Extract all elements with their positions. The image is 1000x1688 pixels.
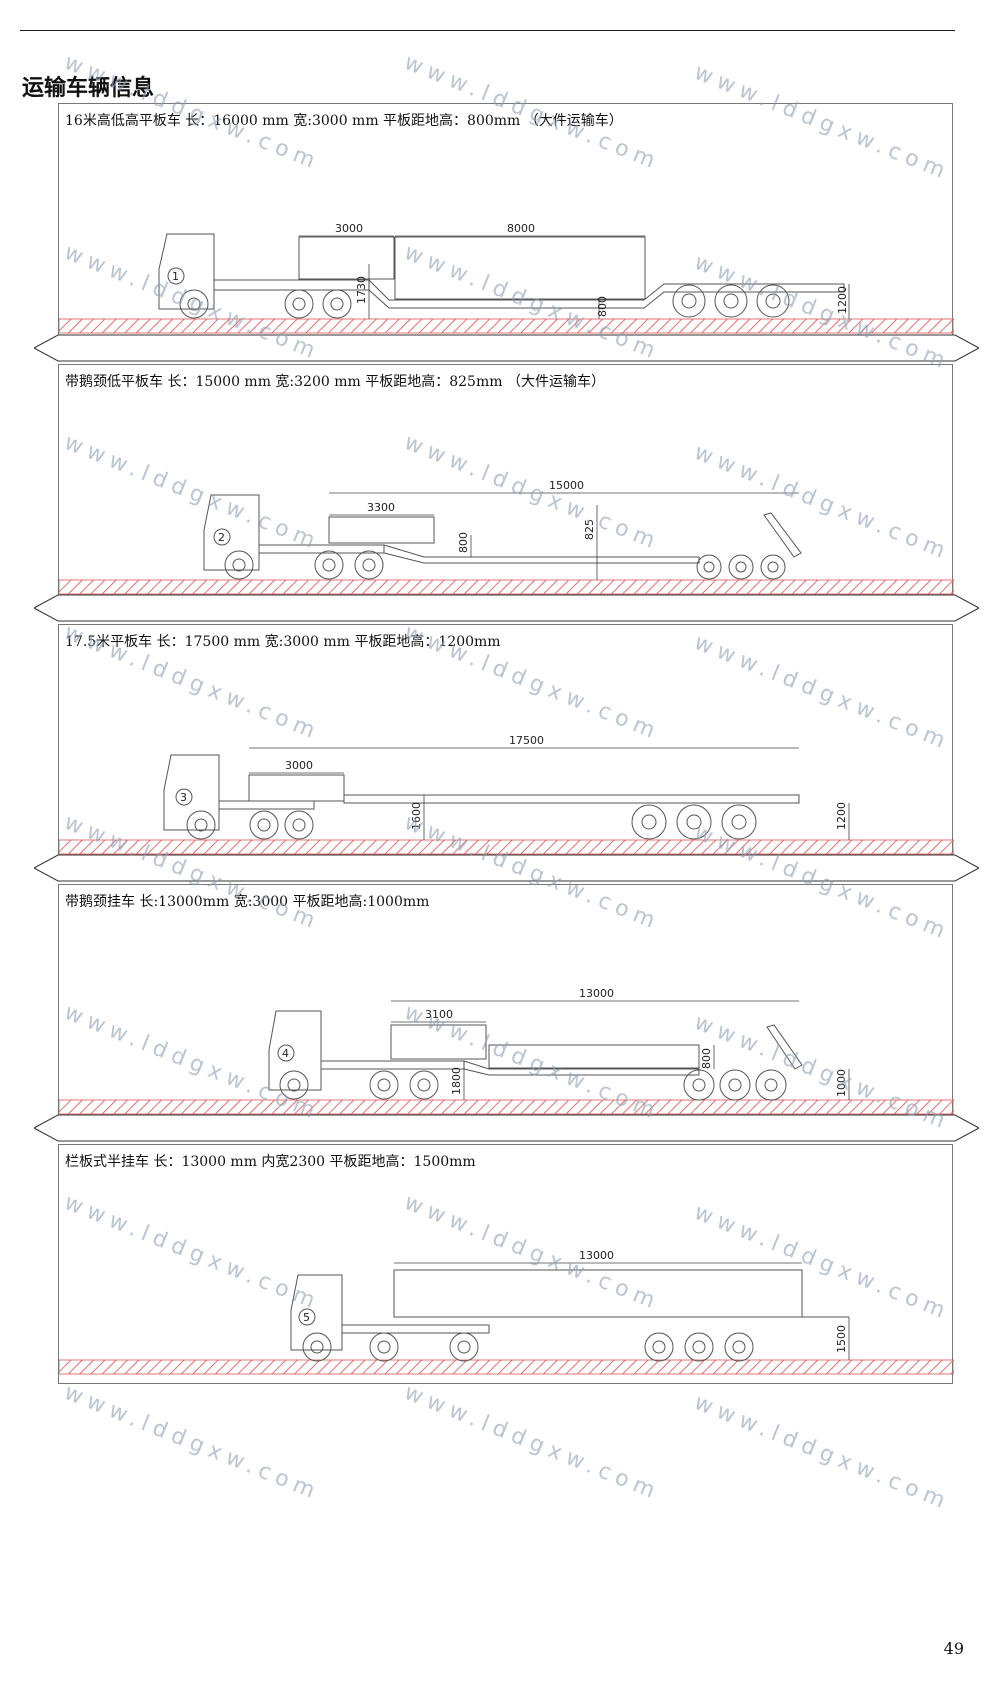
vehicle-number: 1 <box>172 270 179 283</box>
ramp <box>766 1024 803 1070</box>
dimension-label: 800 <box>596 296 609 317</box>
chassis <box>219 800 315 810</box>
dimension-label: 13000 <box>579 987 614 1000</box>
vehicle-caption: 17.5米平板车 长：17500 mm 宽:3000 mm 平板距地高：1200… <box>65 634 501 650</box>
dimension-label: 8000 <box>507 222 535 235</box>
vehicle-number-circle <box>213 528 231 546</box>
truck-cab <box>268 1010 322 1091</box>
cargo-outline <box>488 1044 700 1069</box>
wheels <box>224 550 786 580</box>
vehicle-number-circle <box>277 1044 295 1062</box>
dimension-label: 13000 <box>579 1249 614 1262</box>
trailer-deck <box>343 794 800 804</box>
panel-separator <box>34 334 979 362</box>
watermark: www.lddgxw.com <box>690 1390 954 1516</box>
ground-hatch <box>59 579 954 595</box>
vehicle-number: 5 <box>303 1311 310 1324</box>
chassis <box>342 1324 490 1334</box>
dimension-label: 1200 <box>836 286 849 314</box>
dimension-label: 17500 <box>509 734 544 747</box>
trailer-deck <box>463 1060 700 1076</box>
truck-cab <box>203 494 260 571</box>
ramp <box>763 512 802 558</box>
chassis <box>214 279 370 291</box>
watermark: www.lddgxw.com <box>400 1380 664 1506</box>
dimension-label: 1730 <box>355 276 368 304</box>
cargo-outline <box>328 516 435 544</box>
chassis <box>321 1060 465 1070</box>
cargo-outline <box>394 236 646 300</box>
dimension-label: 15000 <box>549 479 584 492</box>
vehicle-caption: 16米高低高平板车 长：16000 mm 宽:3000 mm 平板距地高：800… <box>65 113 623 129</box>
vehicle-panel-1: 16米高低高平板车 长：16000 mm 宽:3000 mm 平板距地高：800… <box>58 103 954 343</box>
ground-hatch <box>59 1359 954 1375</box>
vehicle-drawing-5: 5 13000 1500 <box>59 1249 954 1375</box>
vehicle-panel-5: 栏板式半挂车 长：13000 mm 内宽2300 平板距地高：1500mm 5 … <box>58 1144 954 1384</box>
dimension-label: 3300 <box>367 501 395 514</box>
vehicle-number-circle <box>167 267 185 285</box>
vehicle-caption: 带鹅颈低平板车 长：15000 mm 宽:3200 mm 平板距地高：825mm… <box>65 374 605 390</box>
wheels <box>302 1332 754 1362</box>
vehicle-caption: 带鹅颈挂车 长:13000mm 宽:3000 平板距地高:1000mm <box>65 894 430 910</box>
vehicle-drawing-2: 2 15000 3300 800 825 <box>59 479 954 595</box>
top-rule <box>20 30 955 31</box>
dimension-label: 1500 <box>835 1325 848 1353</box>
wheels <box>186 804 757 840</box>
dimension-label: 1800 <box>450 1067 463 1095</box>
dimension-label: 800 <box>457 532 470 553</box>
cargo-outline <box>390 1024 487 1060</box>
vehicle-drawing-3: 3 17500 3000 1600 1200 <box>59 734 954 855</box>
watermark: www.lddgxw.com <box>60 1380 324 1506</box>
wheels <box>279 1069 787 1101</box>
vehicle-number-circle <box>175 788 193 806</box>
vehicle-number: 4 <box>282 1047 289 1060</box>
vehicle-number: 2 <box>218 531 225 544</box>
dimension-label: 1000 <box>835 1069 848 1097</box>
cargo-outline <box>298 236 395 280</box>
truck-cab <box>163 754 220 831</box>
page-number: 49 <box>943 1639 964 1658</box>
cargo-outline <box>248 774 345 802</box>
dimension-label: 3000 <box>285 759 313 772</box>
ground-hatch <box>59 839 954 855</box>
trailer-deck <box>383 544 700 564</box>
ground-hatch <box>59 1099 954 1115</box>
dimension-label: 3000 <box>335 222 363 235</box>
vehicle-number: 3 <box>180 791 187 804</box>
panel-separator <box>34 594 979 622</box>
dimension-label: 825 <box>583 519 596 540</box>
dimension-label: 3100 <box>425 1008 453 1021</box>
wheels <box>179 284 790 319</box>
page-title: 运输车辆信息 <box>22 76 155 101</box>
dimension-label: 1200 <box>835 802 848 830</box>
dimension-label: 800 <box>700 1048 713 1069</box>
truck-cab <box>158 233 215 310</box>
vehicle-panel-2: 带鹅颈低平板车 长：15000 mm 宽:3200 mm 平板距地高：825mm… <box>58 364 954 604</box>
vehicle-drawing-1: 1 3000 8000 1730 800 1200 <box>59 222 954 334</box>
vehicle-number-circle <box>298 1308 316 1326</box>
panel-separator <box>34 854 979 882</box>
vehicle-drawing-4: 4 13000 3100 1800 800 1000 <box>59 987 954 1115</box>
truck-cab <box>290 1274 343 1351</box>
panel-separator <box>34 1114 979 1142</box>
vehicle-caption: 栏板式半挂车 长：13000 mm 内宽2300 平板距地高：1500mm <box>65 1154 476 1170</box>
vehicle-panel-4: 带鹅颈挂车 长:13000mm 宽:3000 平板距地高:1000mm 4 13… <box>58 884 954 1124</box>
vehicle-panel-3: 17.5米平板车 长：17500 mm 宽:3000 mm 平板距地高：1200… <box>58 624 954 864</box>
trailer-deck <box>368 279 845 309</box>
cargo-outline <box>393 1269 803 1318</box>
dimension-label: 1600 <box>410 802 423 830</box>
ground-hatch <box>59 318 954 334</box>
